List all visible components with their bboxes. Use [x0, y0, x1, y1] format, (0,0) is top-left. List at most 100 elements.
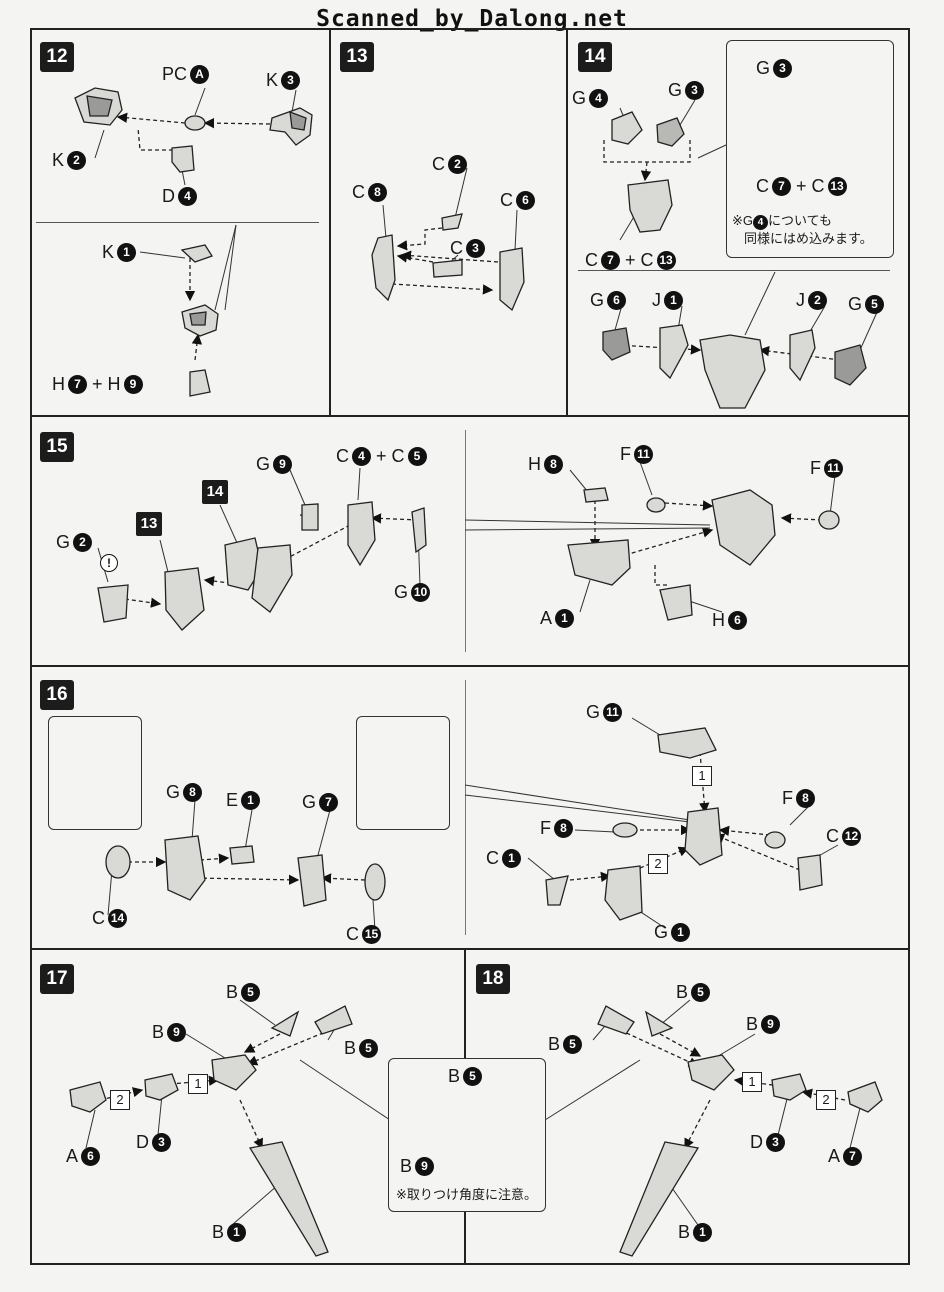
step-16-callout-right	[356, 716, 450, 830]
part-badge: 3	[152, 1133, 171, 1152]
divider-row2	[30, 665, 910, 667]
sequence-1: 1	[692, 766, 712, 786]
part-badge: 2	[67, 151, 87, 170]
part-badge: 4	[352, 447, 371, 466]
instruction-frame	[30, 28, 910, 1265]
part-badge: 9	[415, 1157, 435, 1176]
part-badge: 6	[607, 291, 627, 310]
part-badge: 8	[796, 789, 815, 808]
part-badge: 5	[865, 295, 885, 314]
part-badge: 6	[516, 191, 535, 210]
step-16-callout-left	[48, 716, 142, 830]
part-badge: 9	[273, 455, 293, 474]
part-badge: 1	[693, 1223, 713, 1242]
part-badge: 7	[68, 375, 87, 394]
part-badge: 1	[117, 243, 137, 262]
sequence-2: 2	[110, 1090, 130, 1110]
part-badge: 5	[691, 983, 711, 1002]
part-badge: 5	[407, 447, 427, 466]
divider-12-sub	[36, 222, 319, 223]
part-badge: 7	[843, 1147, 863, 1166]
part-badge: 5	[563, 1035, 583, 1054]
part-badge: 5	[241, 983, 261, 1002]
step-17-number: 17	[40, 964, 74, 994]
sequence-2: 2	[816, 1090, 836, 1110]
part-badge: 15	[362, 925, 381, 944]
step-15-number: 15	[40, 432, 74, 462]
part-badge: 3	[281, 71, 301, 90]
part-badge: 7	[601, 251, 620, 270]
part-badge: 4	[178, 187, 197, 206]
part-badge: 1	[671, 923, 691, 942]
scan-watermark-title: Scanned_by_Dalong.net	[316, 6, 628, 32]
step-12-number: 12	[40, 42, 74, 72]
part-badge: 1	[502, 849, 521, 868]
part-badge: 10	[411, 583, 431, 602]
part-badge: 8	[368, 183, 387, 202]
divider-row3	[30, 948, 910, 950]
part-badge: 14	[108, 909, 127, 928]
divider-row1	[30, 415, 910, 417]
part-badge: 5	[463, 1067, 483, 1086]
divider-16-sub	[465, 680, 466, 935]
part-badge: 9	[761, 1015, 781, 1034]
part-badge: 6	[728, 611, 747, 630]
part-badge: 12	[842, 827, 861, 846]
part-badge: 13	[827, 177, 847, 196]
step-14-number: 14	[578, 42, 612, 72]
part-badge: 8	[554, 819, 573, 838]
part-badge: 3	[773, 59, 793, 78]
part-badge: 7	[772, 177, 791, 196]
part-badge: 13	[656, 251, 676, 270]
part-badge: 6	[81, 1147, 101, 1166]
divider-15-sub	[465, 430, 466, 652]
part-badge: 4	[753, 215, 769, 230]
part-badge: 11	[603, 703, 623, 722]
warning-icon: !	[100, 554, 118, 572]
step-13-number: 13	[340, 42, 374, 72]
part-badge: 3	[766, 1133, 785, 1152]
